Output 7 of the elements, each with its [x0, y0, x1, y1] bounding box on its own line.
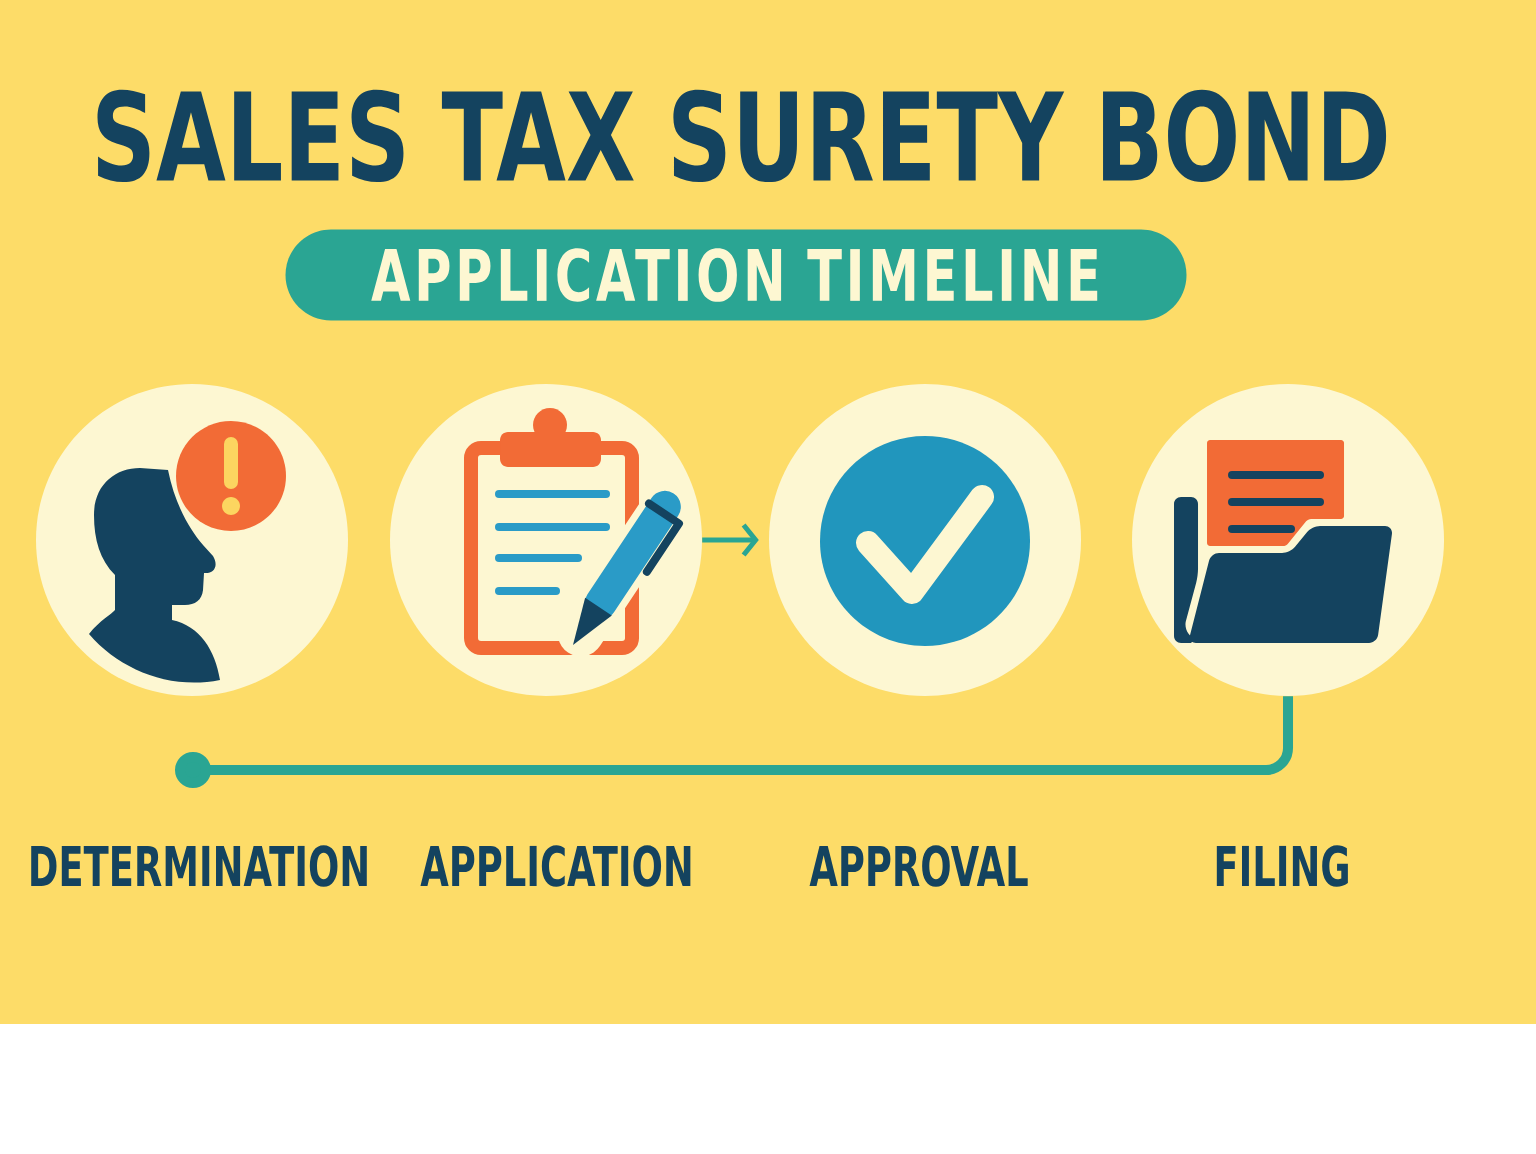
step-label: APPROVAL: [809, 845, 1028, 887]
step-label: DETERMINATION: [31, 845, 367, 887]
title: SALES TAX SURETY BOND: [97, 89, 1387, 183]
timeline-line: [175, 696, 1293, 788]
step-label: APPLICATION: [420, 845, 691, 887]
step-label: FILING: [1216, 845, 1348, 887]
banner: APPLICATION TIMELINE: [285, 229, 1187, 321]
